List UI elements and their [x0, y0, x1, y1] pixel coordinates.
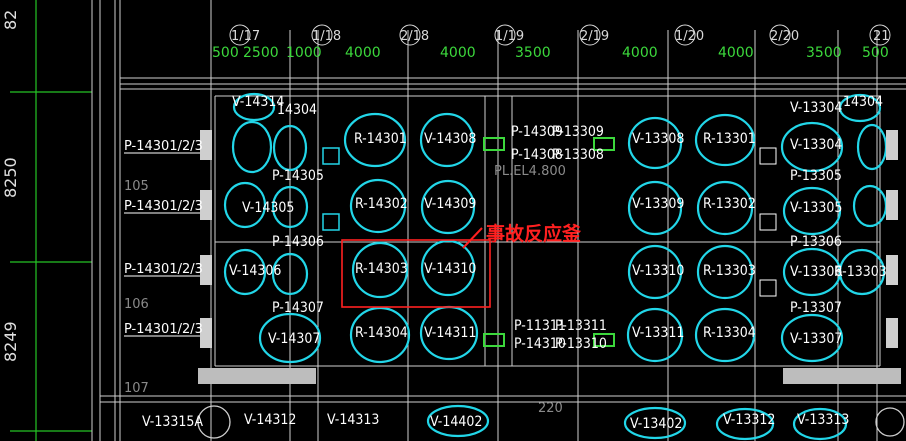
vessel-label: V-14310	[424, 261, 476, 277]
vessel-label: V-13310	[632, 263, 684, 279]
left-dim-1: 8250	[1, 157, 20, 198]
axis-label: 1/18	[312, 29, 341, 44]
vessel-label: 14304	[843, 94, 883, 110]
vessel-label: V-13304	[790, 137, 842, 153]
spacing-dim: 4000	[440, 45, 476, 61]
spacing-dim: 4000	[718, 45, 754, 61]
vessel-label: P-13307	[790, 300, 842, 316]
axis-label: 1/19	[495, 29, 524, 44]
axis-label: 2/20	[770, 29, 799, 44]
pump-group-label: P-14301/2/3	[124, 262, 203, 277]
spacing-dim: 3500	[515, 45, 551, 61]
vessel-label: V-13306	[790, 264, 842, 280]
axis-label: 1/20	[675, 29, 704, 44]
axis-label: 2/19	[580, 29, 609, 44]
vessel-label: R-13301	[703, 131, 756, 147]
vessel-label: V-13312	[723, 412, 775, 428]
axis-label: 2/18	[400, 29, 429, 44]
spacing-dims: 500 2500 1000 4000 4000 3500 4000 4000 3…	[212, 45, 889, 61]
vessel-label: P-13311	[555, 318, 607, 334]
spacing-dim: 500	[212, 45, 239, 61]
vessel-label: V-13305	[790, 200, 842, 216]
vessel-label: V-13304	[790, 100, 842, 116]
spacing-dim: 1000	[286, 45, 322, 61]
reactor-arrow	[462, 227, 483, 249]
pump-group-label: P-14301/2/3	[124, 322, 203, 337]
vessel-label: V-13313	[797, 412, 849, 428]
vessel-label: V-13315A	[142, 414, 203, 430]
vessel-label: V-14402	[430, 414, 482, 430]
axis-label: 1/17	[231, 29, 260, 44]
vessel-label: R-13303	[703, 263, 756, 279]
vessel-label: P-11311	[514, 318, 566, 334]
pump-group-label: P-14301/2/3	[124, 199, 203, 214]
vessel-label: P-14306	[272, 234, 324, 250]
vessel-label: R-14302	[355, 196, 408, 212]
vessel-label: P-13309	[552, 124, 604, 140]
vessel-label: P-14308	[511, 147, 563, 163]
vessel-label: V-13311	[632, 325, 684, 341]
vessel-label: V-14306	[229, 263, 281, 279]
vessel-label: 14304	[277, 102, 317, 118]
vessel-label: V-14305	[242, 200, 294, 216]
left-dim-0: 82	[1, 10, 20, 30]
floor-mark: 106	[124, 297, 149, 312]
axis-label: 21	[873, 29, 890, 44]
pump-group-labels: P-14301/2/3 P-14301/2/3 P-14301/2/3 P-14…	[124, 139, 203, 337]
vessel-label: V-13308	[632, 131, 684, 147]
vessel-circles	[197, 92, 905, 441]
vessel-label: V-14312	[244, 412, 296, 428]
elevation-label: PL.EL4.800	[494, 164, 566, 179]
vessel-label: P-13310	[555, 336, 607, 352]
column-grid	[91, 0, 906, 441]
vessel-label: R-13302	[703, 196, 756, 212]
vessel-label: V-13309	[632, 196, 684, 212]
pump-blocks	[198, 130, 901, 384]
reactor-highlight-box	[341, 239, 491, 308]
spacing-dim: 4000	[345, 45, 381, 61]
spacing-dim: 500	[862, 45, 889, 61]
pump-group-label: P-14301/2/3	[124, 139, 203, 154]
reactor-note: 事故反应釜	[486, 222, 582, 245]
floor-mark: 220	[538, 401, 563, 416]
vessel-label: P-14307	[272, 300, 324, 316]
vessel-label: P-13306	[790, 234, 842, 250]
vessel-label: V-13402	[630, 416, 682, 432]
spacing-dim: 4000	[622, 45, 658, 61]
vessel-label: V-14311	[424, 325, 476, 341]
vessel-label: P-14310	[514, 336, 566, 352]
vessel-label: R-14304	[355, 325, 408, 341]
floor-mark: 107	[124, 381, 149, 396]
vessel-label: P-14309	[511, 124, 563, 140]
vessel-label: V-14314	[232, 94, 284, 110]
vessel-labels: V-14314 14304 V-13304 14304 R-14301 V-14…	[142, 94, 887, 432]
vessel-label: V-14307	[268, 331, 320, 347]
vessel-label: R-14301	[354, 131, 407, 147]
vessel-label: V-14313	[327, 412, 379, 428]
vessel-label: P-13305	[790, 168, 842, 184]
vessel-label: R-13304	[703, 325, 756, 341]
floor-marks: 105 106 107 220	[124, 179, 563, 416]
vessel-label: V-14309	[424, 196, 476, 212]
vessel-label: P-13308	[552, 147, 604, 163]
spacing-dim: 3500	[806, 45, 842, 61]
vessel-label: R-14303	[355, 261, 408, 277]
vessel-label: V-13307	[790, 331, 842, 347]
floor-mark: 105	[124, 179, 149, 194]
vessel-label: V-14308	[424, 131, 476, 147]
vessel-label: R-13303	[834, 264, 887, 280]
left-dim-2: 8249	[1, 321, 20, 362]
spacing-dim: 2500	[243, 45, 279, 61]
grid-axis-bubbles: 1/17 1/18 2/18 1/19 2/19 1/20 2/20 21	[229, 24, 891, 46]
vessel-label: P-14305	[272, 168, 324, 184]
